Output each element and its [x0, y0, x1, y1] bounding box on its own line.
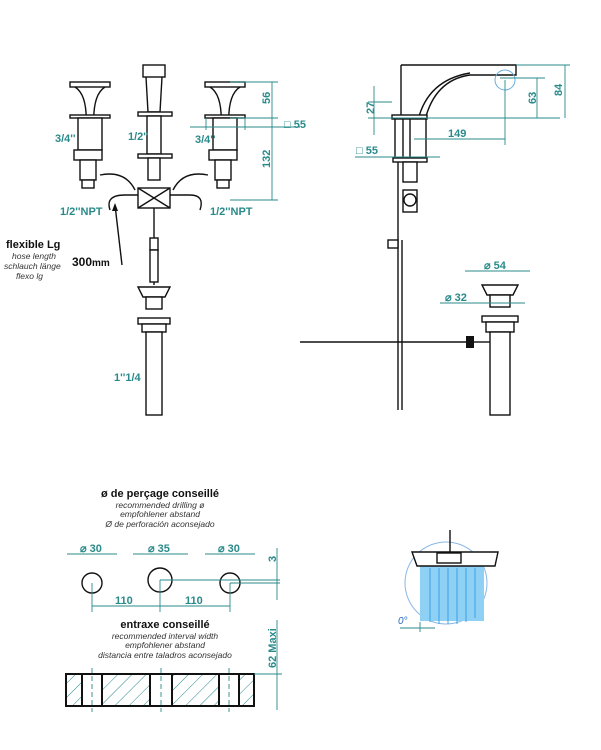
- left-handle: [69, 81, 111, 189]
- center-spout-column: [137, 64, 173, 181]
- thread-right-label: 3/4'': [195, 134, 216, 146]
- drilling-title: ø de perçage conseillé: [101, 488, 219, 500]
- dim-27: 27: [365, 102, 377, 114]
- interval-es: distancia entre taladros aconsejado: [98, 650, 232, 660]
- dim-149: 149: [448, 128, 466, 140]
- npt-left-label: 1/2''NPT: [60, 206, 103, 218]
- max-thickness: 62 Maxi: [267, 628, 279, 668]
- drilling-section: ø de perçage conseillé recommended drill…: [67, 488, 280, 612]
- interval-de: empfohlener abstand: [125, 640, 205, 650]
- spacing-left: 110: [115, 595, 133, 607]
- hose-length: 300mm: [72, 255, 110, 269]
- drain-thread-label: 1''1/4: [114, 372, 142, 384]
- interval-title: entraxe conseillé: [120, 619, 209, 631]
- spacing-right: 110: [185, 595, 203, 607]
- side-dimensions: 27 63 84 149 □ 55 ⌀ 54 ⌀ 32: [355, 64, 570, 304]
- hose-pointer: [114, 204, 123, 266]
- dim-body-height: 132: [261, 150, 273, 168]
- drilling-es: Ø de perforación aconsejado: [104, 519, 214, 529]
- dim-drain-32: ⌀ 32: [445, 292, 467, 304]
- npt-right-label: 1/2''NPT: [210, 206, 253, 218]
- dia-right: ⌀ 30: [218, 543, 240, 555]
- side-view: 27 63 84 149 □ 55 ⌀ 54 ⌀ 32: [300, 64, 570, 416]
- angle-label: 0°: [398, 616, 408, 627]
- dim-drain-54: ⌀ 54: [484, 260, 507, 272]
- interval-en: recommended interval width: [112, 631, 219, 641]
- thread-left-label: 3/4'': [55, 133, 76, 145]
- hose-title: flexible Lg: [6, 239, 60, 251]
- aerator-detail: 0°: [398, 530, 499, 632]
- dia-center: ⌀ 35: [148, 543, 170, 555]
- drilling-de: empfohlener abstand: [120, 509, 200, 519]
- dim-handle-height: 56: [261, 92, 273, 104]
- front-drain: [136, 286, 172, 416]
- hose-es: flexo lg: [16, 271, 43, 281]
- dim-84: 84: [553, 83, 565, 96]
- offset-3: 3: [267, 556, 279, 562]
- mixing-valve: [99, 173, 209, 285]
- right-handle: [204, 81, 246, 189]
- thread-center-label: 1/2'': [128, 131, 149, 143]
- side-drain: [474, 284, 520, 416]
- dim-63: 63: [527, 92, 539, 104]
- dim-square-side: □ 55: [356, 145, 378, 157]
- hose-en: hose length: [12, 251, 56, 261]
- dia-left: ⌀ 30: [80, 543, 102, 555]
- interval-section: entraxe conseillé recommended interval w…: [65, 619, 282, 712]
- dim-square-front: □ 55: [284, 119, 306, 131]
- hose-de: schlauch länge: [4, 261, 61, 271]
- front-dimensions: 56 132 □ 55: [190, 81, 306, 201]
- drilling-en: recommended drilling ø: [116, 500, 205, 510]
- front-view: 56 132 □ 55 3/4'' 1/2'' 3/4'' 1/2''NPT 1…: [4, 64, 306, 416]
